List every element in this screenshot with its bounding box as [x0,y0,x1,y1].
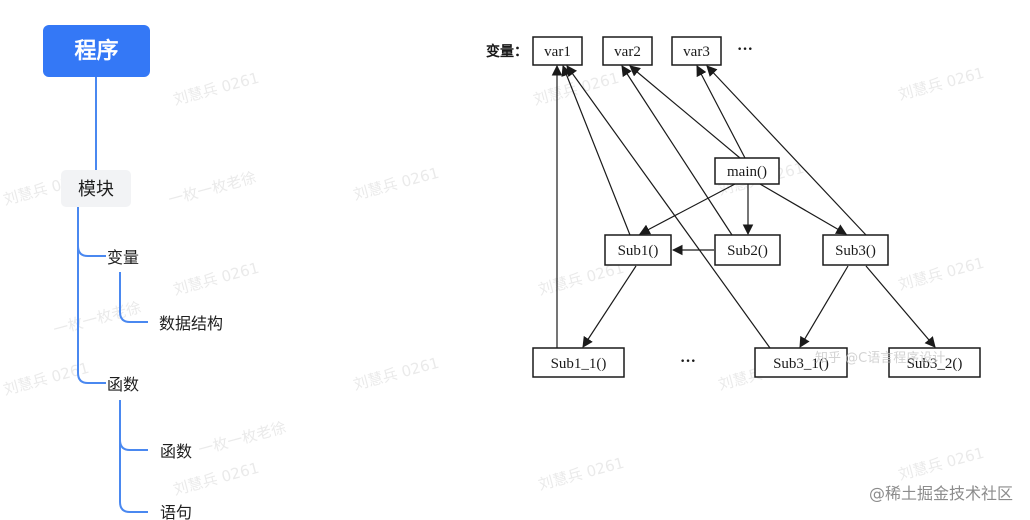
leaves-ellipsis: ··· [680,353,696,370]
edge-sub3-sub3_2 [865,265,936,348]
leaf-box-sub3_1[interactable]: Sub3_1() [754,347,848,378]
edge-sub2-var2 [621,65,733,236]
root-node[interactable]: 程序 [43,25,150,77]
var-box-frame [532,36,583,66]
call-diagram: 变量： var1 var2 var3 ··· main() Sub1() Sub… [486,36,981,378]
leaf-box-sub1_1[interactable]: Sub1_1() [532,347,625,378]
module-node[interactable]: 模块 [61,170,131,207]
edge-sub3-sub3_1 [799,265,849,348]
statement-node[interactable]: 语句 [160,503,192,520]
watermark-text: 刘慧兵 0261 [896,254,986,294]
sub-box-frame [822,234,889,266]
connector-function-function [119,439,148,451]
data-structure-node[interactable]: 数据结构 [159,314,223,333]
module-node-box [61,170,131,207]
watermark-text: 刘慧兵 0261 [171,459,261,499]
watermark-text: 一枚一枚老徐 [196,418,288,459]
variable-node[interactable]: 变量 [107,248,139,267]
watermark-text: 刘慧兵 0261 [351,164,441,204]
function-group-node[interactable]: 函数 [107,375,139,394]
edge-sub1-var1 [561,64,631,236]
var-box-var3[interactable]: var3 [671,36,722,66]
module-node-label: 模块 [78,179,114,200]
edge-sub1-sub1_1 [582,265,637,348]
root-node-label: 程序 [74,38,118,64]
watermark-text: 一枚一枚老徐 [166,168,258,209]
leaf-box-label: Sub1_1() [551,356,607,372]
var-box-label: var2 [614,44,641,60]
diagram-edges [551,64,936,349]
leaf-box-frame [888,347,981,378]
watermark-text: 一枚一枚老徐 [51,298,143,339]
leaf-box-label: Sub3_2() [907,356,963,372]
main-box[interactable]: main() [714,157,780,185]
leaf-box-frame [532,347,625,378]
var-box-label: var1 [544,44,571,60]
edge-main-sub1 [639,183,736,235]
sub-box-label: Sub2() [727,243,768,259]
watermark-text: 刘慧兵 0261 [171,259,261,299]
edge-sub3-var3 [706,65,867,236]
mindmap-connectors [77,77,148,513]
edge-main-var2 [629,65,741,159]
var-box-frame [602,36,653,66]
sub-box-sub2[interactable]: Sub2() [714,234,781,266]
watermark-text: 刘慧兵 0261 [536,454,626,494]
overlay-watermark: 知乎 @C语言程序设计 [815,350,945,366]
brand-watermark: @稀土掘金技术社区 [869,484,1013,503]
sub-box-frame [714,234,781,266]
function-node[interactable]: 函数 [160,442,192,461]
sub-box-sub1[interactable]: Sub1() [604,234,672,266]
root-node-box [43,25,150,77]
watermark-text: 刘慧兵 0261 [896,444,986,484]
connector-module-children [77,207,106,384]
leaf-box-sub3_2[interactable]: Sub3_2() [888,347,981,378]
leaf-box-frame [754,347,848,378]
sub-box-label: Sub3() [835,243,876,259]
var-box-var2[interactable]: var2 [602,36,653,66]
variable-row-label: 变量： [486,43,528,60]
edge-main-var3 [696,65,746,159]
var-box-label: var3 [683,44,710,60]
mindmap: 程序 模块 变量 数据结构 函数 函数 语句 [43,25,223,520]
edge-main-sub3 [759,183,847,235]
watermark-text: 刘慧兵 0261 [171,69,261,109]
leaf-box-label: Sub3_1() [773,356,829,372]
sub-box-frame [604,234,672,266]
vars-ellipsis: ··· [737,41,753,58]
var-box-var1[interactable]: var1 [532,36,583,66]
connector-function-children [119,400,148,513]
edge-sub3_1-var1 [566,65,771,349]
main-box-label: main() [727,164,767,180]
connector-variable-datastructure [119,272,148,323]
watermark-text: 刘慧兵 0261 [351,354,441,394]
sub-box-label: Sub1() [618,243,659,259]
watermark-text: 刘慧兵 0261 [896,64,986,104]
sub-box-sub3[interactable]: Sub3() [822,234,889,266]
connector-module-variable [77,245,106,257]
watermark-text: 刘慧兵 0261 [531,69,621,109]
var-box-frame [671,36,722,66]
main-box-frame [714,157,780,185]
